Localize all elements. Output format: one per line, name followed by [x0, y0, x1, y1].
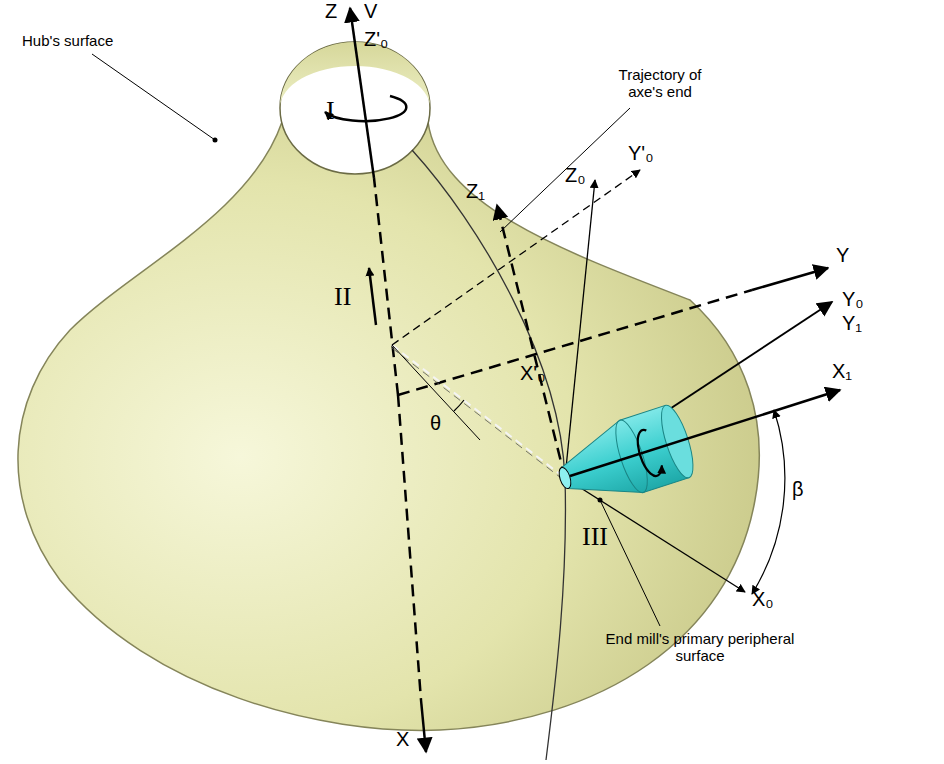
part-label: Hub's surface — [22, 32, 113, 49]
x1-axis — [570, 390, 840, 476]
y-axis — [752, 268, 828, 290]
beta-arc — [752, 410, 785, 594]
leader-line — [92, 54, 215, 140]
z1-axis — [497, 205, 565, 478]
x-axis — [421, 700, 426, 752]
angle-label: θ — [430, 412, 441, 435]
leader-dot — [213, 138, 218, 143]
axis-label: X — [396, 728, 409, 751]
axis-label: X₁ — [832, 360, 852, 383]
axis-label: X₀ — [752, 588, 774, 611]
axis-label: Y — [836, 244, 849, 267]
axis-label: Z₁ — [466, 180, 485, 203]
axis-label: Z'₀ — [364, 28, 388, 51]
x0-axis — [565, 478, 745, 592]
rotation-arrow-i — [325, 96, 406, 121]
z0-axis — [565, 180, 595, 478]
axis-label: Y'₀ — [628, 142, 653, 165]
axis-label: X'₀ — [520, 362, 545, 385]
end-mill-tip — [557, 466, 573, 490]
z-axis-dashed — [374, 178, 398, 395]
motion-number: III — [582, 522, 608, 552]
axis-label: Z₀ — [565, 164, 586, 187]
annotation: Trajectory of axe's end — [604, 66, 716, 101]
trajectory-curve — [412, 150, 565, 760]
x0-prime-axis-shadow — [392, 348, 565, 481]
translation-arrow-ii — [369, 268, 376, 325]
axis-label: Z — [325, 0, 337, 23]
axis-label: Y₀ — [842, 288, 864, 311]
motion-number: I — [326, 96, 335, 126]
leader-line — [600, 500, 660, 626]
x0-prime-axis — [392, 345, 565, 478]
annotation: End mill's primary peripheral surface — [600, 630, 800, 665]
motion-number: II — [334, 282, 351, 312]
x-axis-dashed — [398, 395, 421, 700]
hub-bore — [280, 42, 430, 174]
theta-ref-line — [392, 345, 480, 440]
axis-label: V — [364, 0, 377, 23]
y0-prime-axis — [392, 170, 640, 345]
axis-label: Y₁ — [842, 312, 862, 335]
leader-line — [500, 108, 630, 232]
theta-arc — [454, 400, 464, 411]
leader-dot — [598, 498, 603, 503]
angle-label: β — [792, 478, 804, 501]
